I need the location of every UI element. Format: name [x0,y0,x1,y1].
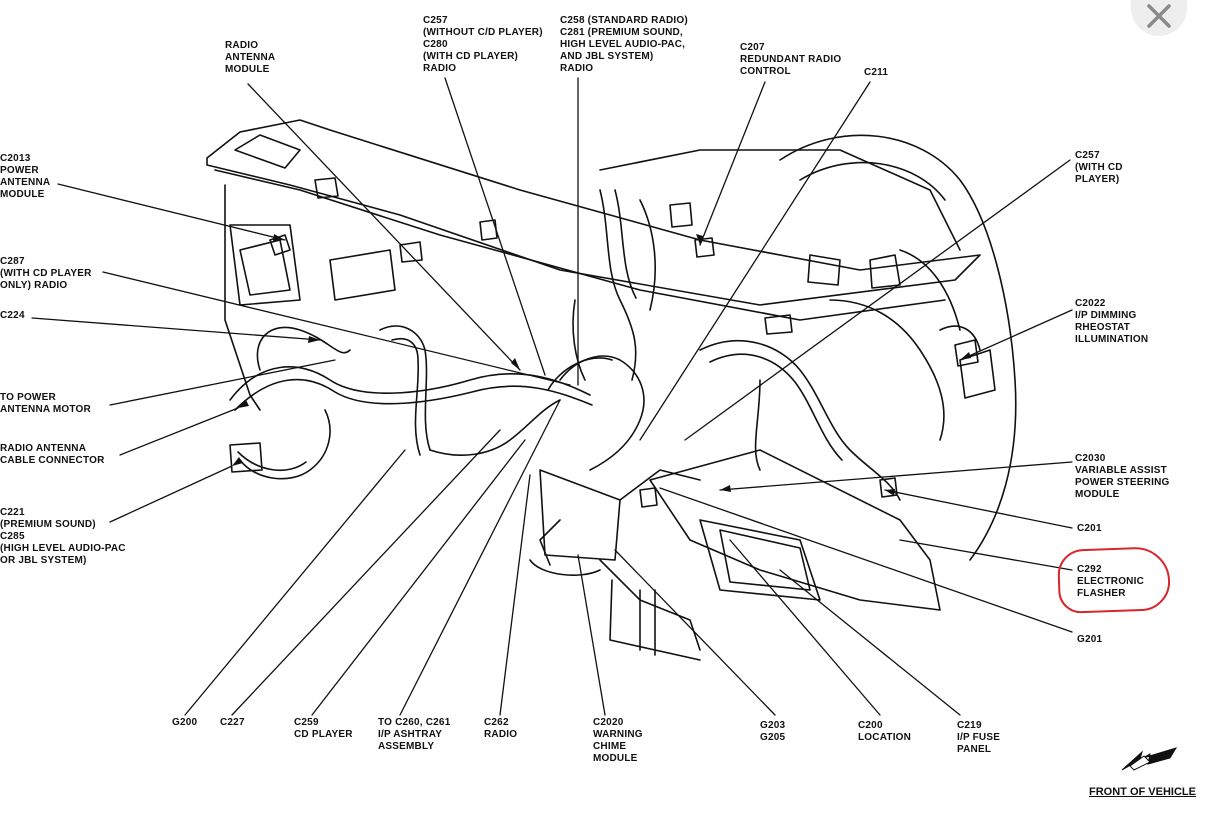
red-annotation-circle [1056,546,1172,614]
label-c2013: C2013 POWER ANTENNA MODULE [0,153,51,200]
label-c287: C287 (WITH CD PLAYER ONLY) RADIO [0,256,92,291]
label-g201: G201 [1077,634,1103,645]
label-c257-with-cd: C257 (WITH CD PLAYER) [1075,150,1123,185]
label-c2020: C2020 WARNING CHIME MODULE [593,717,643,764]
label-c292: C292 ELECTRONIC FLASHER [1077,564,1144,599]
label-radio-antenna-module: RADIO ANTENNA MODULE [225,40,276,75]
front-of-vehicle-label: FRONT OF VEHICLE [1089,786,1196,798]
label-c262: C262 RADIO [484,717,518,740]
label-g203-g205: G203 G205 [760,720,786,743]
label-c224: C224 [0,310,25,321]
label-c201: C201 [1077,523,1102,534]
label-to-c260-c261: TO C260, C261 I/P ASHTRAY ASSEMBLY [378,717,451,752]
label-c258-c281: C258 (STANDARD RADIO) C281 (PREMIUM SOUN… [560,15,688,74]
label-g200: G200 [172,717,198,728]
label-c2030: C2030 VARIABLE ASSIST POWER STEERING MOD… [1075,453,1170,500]
label-c227: C227 [220,717,245,728]
label-c2022: C2022 I/P DIMMING RHEOSTAT ILLUMINATION [1075,298,1149,345]
front-of-vehicle-arrow-icon [1121,747,1178,771]
label-c221-c285: C221 (PREMIUM SOUND) C285 (HIGH LEVEL AU… [0,507,126,566]
label-c259: C259 CD PLAYER [294,717,353,740]
label-radio-antenna-cable-connector: RADIO ANTENNA CABLE CONNECTOR [0,443,105,466]
label-c257-c280: C257 (WITHOUT C/D PLAYER) C280 (WITH CD … [423,15,543,74]
close-icon [1147,4,1171,28]
label-to-power-antenna-motor: TO POWER ANTENNA MOTOR [0,392,91,415]
label-c211: C211 [864,67,889,78]
label-c219: C219 I/P FUSE PANEL [957,720,1001,755]
label-c207: C207 REDUNDANT RADIO CONTROL [740,42,842,77]
label-c200: C200 LOCATION [858,720,912,743]
